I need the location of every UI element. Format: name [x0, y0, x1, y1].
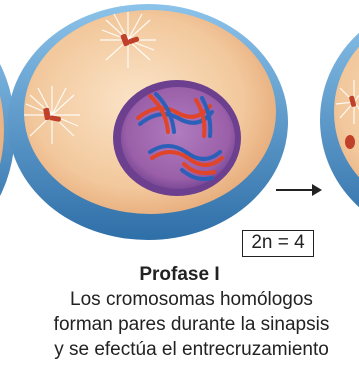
ploidy-label: 2n = 4: [242, 230, 314, 257]
description-line-3: y se efectúa el entrecruzamiento: [0, 337, 359, 362]
caption: Profase I Los cromosomas homólogos forma…: [0, 262, 359, 362]
description-line-1: Los cromosomas homólogos: [0, 287, 359, 312]
nucleoplasm: [121, 87, 235, 189]
next-stage-arrow: [276, 184, 322, 196]
description-line-2: forman pares durante la sinapsis: [0, 312, 359, 337]
next-cell-edge: [320, 2, 359, 238]
stage-title: Profase I: [0, 262, 359, 287]
prophase-cell: [8, 4, 288, 240]
